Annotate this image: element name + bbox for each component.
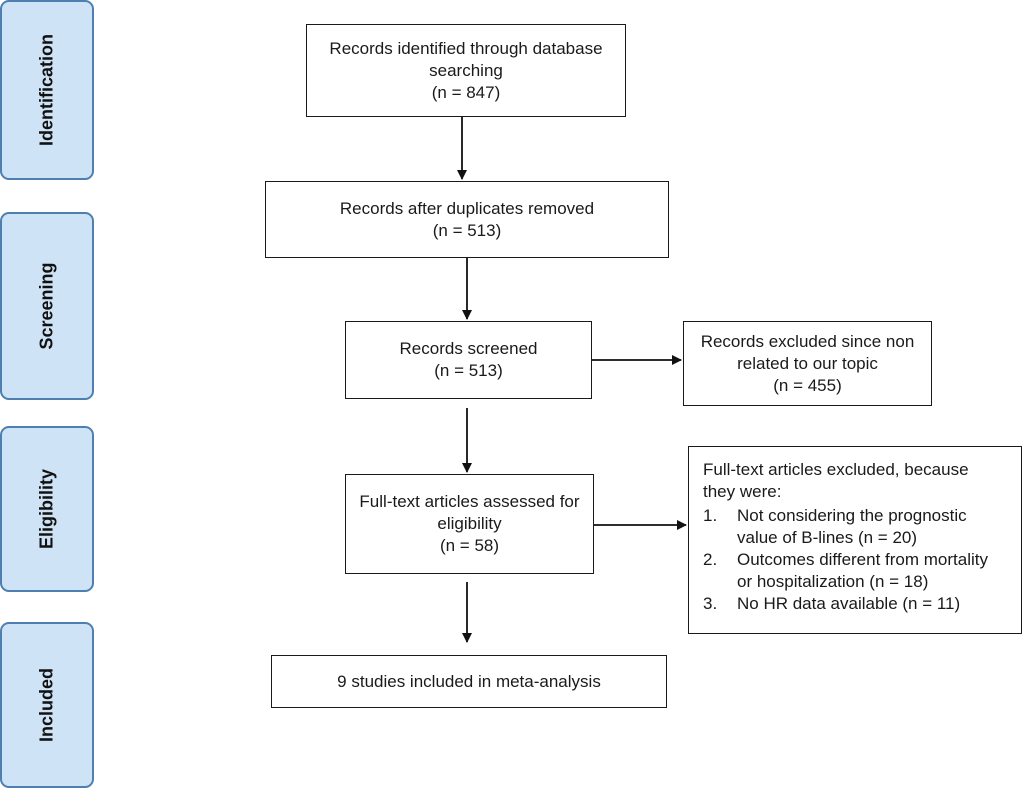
stage-eligibility: Eligibility [0, 426, 94, 592]
duplicates-removed-box: Records after duplicates removed (n = 51… [265, 181, 669, 258]
records-excluded-box: Records excluded since non related to ou… [683, 321, 932, 406]
reason-text: No HR data available (n = 11) [737, 594, 961, 613]
reason-text: Outcomes different from mortality [737, 550, 988, 569]
fulltext-assessed-text: Full-text articles assessed for [359, 492, 580, 511]
records-identified-count: (n = 847) [431, 82, 501, 102]
records-screened-box: Records screened (n = 513) [345, 321, 592, 399]
fulltext-assessed-text-2: eligibility [437, 514, 502, 533]
reason-text: Not considering the prognostic [737, 506, 967, 525]
stage-included: Included [0, 622, 94, 788]
records-screened-count: (n = 513) [434, 361, 503, 380]
reason-number: 1. [703, 506, 718, 525]
stage-identification: Identification [0, 0, 94, 180]
duplicates-removed-count: (n = 513) [432, 220, 502, 240]
records-identified-text-2: searching [429, 60, 503, 80]
reason-number: 2. [703, 550, 718, 569]
records-screened-text: Records screened [399, 339, 538, 358]
records-identified-text: Records identified through database [329, 38, 603, 58]
studies-included-text: 9 studies included in meta-analysis [337, 671, 601, 691]
records-excluded-text: Records excluded since non [700, 331, 915, 351]
fulltext-excluded-box: Full-text articles excluded, because the… [688, 446, 1022, 634]
fulltext-excluded-intro-2: they were: [703, 482, 782, 501]
exclusion-reason: 1. Not considering the prognostic value … [703, 505, 1011, 549]
fulltext-assessed-box: Full-text articles assessed for eligibil… [345, 474, 594, 574]
records-excluded-count: (n = 455) [773, 375, 842, 395]
studies-included-box: 9 studies included in meta-analysis [271, 655, 667, 708]
duplicates-removed-text: Records after duplicates removed [339, 198, 595, 218]
reason-text-2: value of B-lines (n = 20) [737, 528, 918, 547]
exclusion-reason: 2. Outcomes different from mortality or … [703, 549, 1011, 593]
records-identified-box: Records identified through database sear… [306, 24, 626, 117]
exclusion-reasons-list: 1. Not considering the prognostic value … [703, 505, 1011, 615]
fulltext-assessed-count: (n = 58) [439, 536, 500, 555]
fulltext-excluded-intro: Full-text articles excluded, because [703, 460, 969, 479]
exclusion-reason: 3. No HR data available (n = 11) [703, 593, 1011, 615]
reason-text-2: or hospitalization (n = 18) [737, 572, 929, 591]
records-excluded-text-2: related to our topic [737, 353, 878, 373]
reason-number: 3. [703, 594, 718, 613]
stage-screening: Screening [0, 212, 94, 400]
